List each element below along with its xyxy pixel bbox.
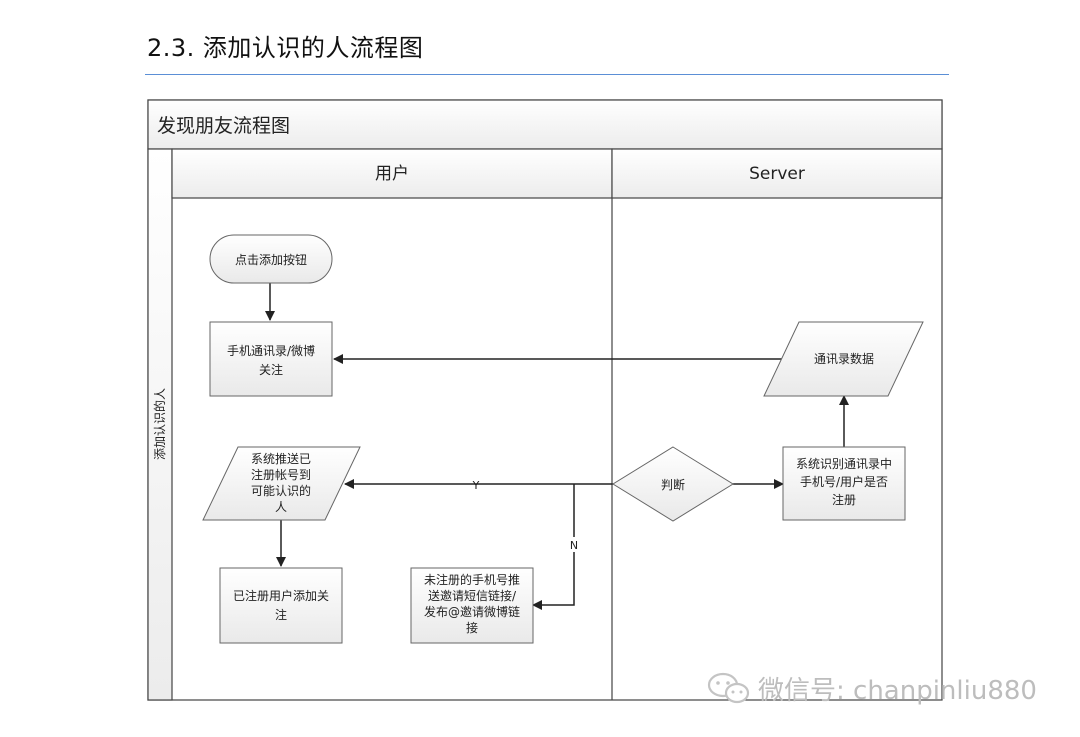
node-follow-label-1: 已注册用户添加关 [233, 588, 329, 603]
node-identify-label-1: 系统识别通讯录中 [796, 456, 892, 471]
edge-label-no-bg [567, 537, 581, 552]
node-identify-label-3: 注册 [832, 492, 856, 507]
node-decision [612, 446, 734, 522]
diagram-title: 发现朋友流程图 [157, 115, 290, 137]
watermark: 微信号: chanpinliu880 [706, 668, 1037, 708]
section-heading: 2.3. 添加认识的人流程图 [147, 34, 424, 62]
node-recommend-label-4: 人 [275, 500, 287, 514]
node-contacts-data [763, 321, 924, 397]
node-invite-label-2: 送邀请短信链接/ [428, 588, 517, 603]
node-recommend-label-1: 系统推送已 [251, 451, 311, 466]
node-identify [782, 446, 906, 521]
edge-label-yes: Y [472, 479, 480, 492]
node-recommend-label-2: 注册帐号到 [251, 467, 311, 482]
node-start-label: 点击添加按钮 [235, 252, 307, 267]
watermark-text: 微信号: chanpinliu880 [758, 675, 1037, 706]
lane-label-server: Server [749, 164, 805, 184]
lane-header-server [611, 148, 943, 199]
title-bar [147, 99, 943, 150]
heading-divider [145, 74, 949, 75]
node-contacts-label-2: 关注 [259, 362, 283, 377]
node-follow-label-2: 注 [275, 607, 287, 622]
edge-label-no: N [570, 539, 578, 552]
node-contacts [209, 321, 333, 397]
lane-label-user: 用户 [375, 164, 409, 184]
node-recommend [202, 446, 361, 521]
node-invite-label-1: 未注册的手机号推 [424, 572, 520, 587]
node-decision-label: 判断 [661, 477, 685, 492]
pool-label: 添加认识的人 [152, 388, 167, 460]
node-contacts-label-1: 手机通讯录/微博 [227, 343, 315, 358]
node-follow [219, 567, 343, 644]
node-invite-label-3: 发布@邀请微博链 [424, 604, 520, 619]
node-invite-label-4: 接 [466, 620, 478, 635]
node-start [209, 234, 333, 284]
wechat-icon [707, 672, 750, 704]
edge-decision-no [532, 484, 575, 610]
node-identify-label-2: 手机号/用户是否 [800, 474, 888, 489]
node-contacts-data-label: 通讯录数据 [814, 351, 874, 366]
node-invite [410, 567, 534, 644]
node-recommend-label-3: 可能认识的 [251, 483, 311, 498]
pool-header [147, 148, 173, 701]
lane-header-user [171, 148, 613, 199]
